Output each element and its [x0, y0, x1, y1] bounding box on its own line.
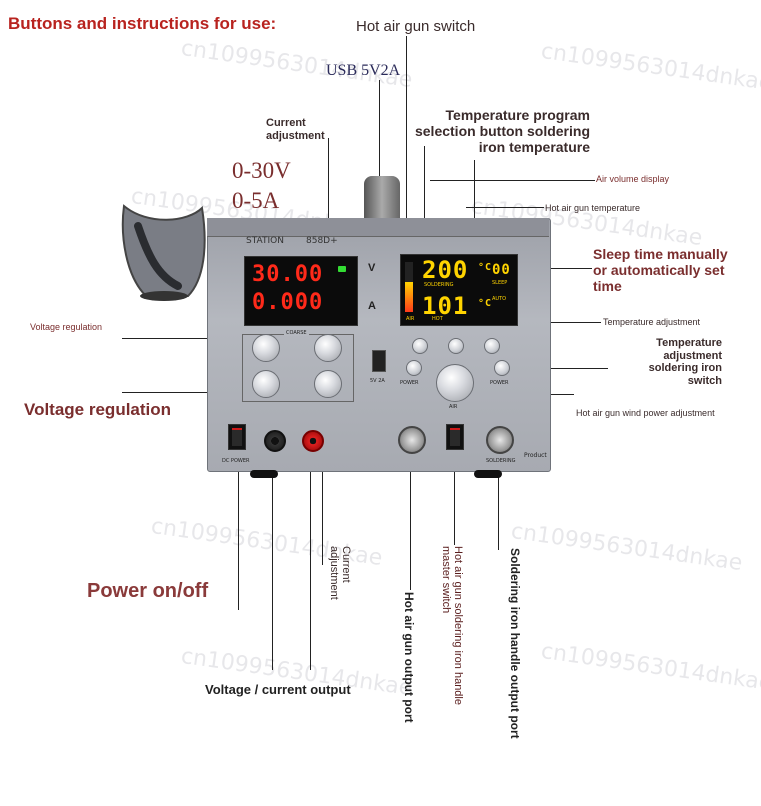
soldering-temp-unit: °C — [478, 298, 493, 309]
leader-line — [322, 455, 323, 565]
label-current-adjustment-top: Current adjustment — [266, 117, 325, 142]
leader-line — [122, 392, 262, 393]
device-foot — [250, 470, 278, 478]
usb-port-label: 5V 2A — [370, 378, 385, 384]
hot-air-temp-unit: °C — [478, 262, 493, 273]
air-label: AIR — [406, 316, 415, 322]
soldering-temp-readout: 101 — [422, 292, 469, 320]
usb-port[interactable] — [372, 350, 386, 372]
voltage-coarse-knob[interactable] — [252, 334, 280, 362]
coarse-label: COARSE — [284, 330, 309, 336]
leader-line — [122, 338, 262, 339]
temp-up-button[interactable] — [484, 338, 500, 354]
auto-label: AUTO — [492, 296, 507, 302]
brand-label: STATION — [246, 236, 284, 246]
sleep-label: SLEEP — [492, 280, 508, 286]
soldering-label: SOLDERING — [424, 282, 454, 288]
hot-air-gun-handle — [364, 176, 400, 224]
voltage-fine-knob[interactable] — [252, 370, 280, 398]
model-label: 858D+ — [306, 236, 338, 246]
dc-power-switch[interactable] — [228, 424, 246, 450]
hot-label: HOT — [432, 316, 443, 322]
leader-line — [498, 455, 499, 550]
soldering-display — [400, 254, 518, 326]
label-range-v: 0-30V — [232, 158, 291, 183]
hot-air-gun-holder — [118, 196, 210, 302]
negative-output-jack[interactable] — [264, 430, 286, 452]
leader-line — [430, 180, 595, 181]
leader-line — [406, 36, 407, 336]
master-power-switch[interactable] — [446, 424, 464, 450]
label-air-volume-display: Air volume display — [596, 174, 670, 184]
label-range-a: 0-5A — [232, 188, 280, 213]
air-knob-label: AIR — [449, 404, 458, 410]
soldering-iron-switch-button[interactable] — [494, 360, 510, 376]
product-label: Product — [524, 452, 547, 459]
current-coarse-knob[interactable] — [314, 334, 342, 362]
label-temp-program: Temperature program selection button sol… — [414, 107, 590, 156]
hot-air-power-button[interactable] — [406, 360, 422, 376]
label-hot-air-gun-temperature: Hot air gun temperature — [545, 203, 641, 213]
label-hot-air-gun-switch: Hot air gun switch — [356, 18, 476, 35]
label-soldering-output-port: Soldering iron handle output port — [508, 548, 523, 739]
psu-indicator-led — [338, 266, 346, 272]
label-temp-adj-soldering-switch: Temperature adjustment soldering iron sw… — [648, 337, 722, 387]
psu-current-readout: 0.000 — [252, 290, 324, 315]
label-sleep-time: Sleep time manually or automatically set… — [593, 246, 728, 295]
soldering-output-connector[interactable] — [486, 426, 514, 454]
leader-line — [238, 470, 239, 610]
watermark: cn1099563014dnkae — [539, 38, 761, 97]
label-usb: USB 5V2A — [326, 62, 401, 79]
leader-line — [410, 455, 411, 590]
positive-output-jack[interactable] — [302, 430, 324, 452]
device-foot — [474, 470, 502, 478]
leader-line — [310, 455, 311, 670]
airflow-readout: 00 — [492, 262, 511, 278]
power-label-left: POWER — [400, 380, 419, 386]
leader-line — [272, 470, 273, 670]
watermark: cn1099563014dnkae — [539, 638, 761, 697]
label-master-switch: Hot air gun soldering iron handle master… — [440, 546, 465, 705]
label-temperature-adjustment: Temperature adjustment — [603, 317, 701, 327]
leader-line — [503, 368, 608, 369]
wind-power-knob[interactable] — [436, 364, 474, 402]
label-current-adjustment-vertical: Current adjustment — [328, 546, 353, 600]
dc-power-label: DC POWER — [222, 458, 250, 464]
hot-air-output-connector[interactable] — [398, 426, 426, 454]
hot-air-gun-switch-button[interactable] — [412, 338, 428, 354]
soldering-port-label: SOLDERING — [486, 458, 516, 464]
label-voltage-regulation-large: Voltage regulation — [24, 400, 172, 419]
device-top-strip — [207, 218, 549, 237]
label-voltage-current-output: Voltage / current output — [205, 682, 351, 697]
temp-program-button[interactable] — [448, 338, 464, 354]
leader-line — [454, 455, 455, 545]
leader-line — [466, 207, 544, 208]
psu-unit-a: A — [368, 300, 376, 312]
page-title: Buttons and instructions for use: — [8, 14, 277, 33]
current-fine-knob[interactable] — [314, 370, 342, 398]
air-volume-bar — [405, 262, 413, 312]
psu-unit-v: V — [368, 262, 376, 274]
watermark: cn1099563014dnkae — [509, 518, 744, 577]
psu-voltage-readout: 30.00 — [252, 262, 324, 287]
label-power-onoff: Power on/off — [87, 580, 209, 602]
label-voltage-regulation-small: Voltage regulation — [30, 322, 103, 332]
label-hot-air-output-port: Hot air gun output port — [402, 592, 417, 723]
label-hot-air-wind-power: Hot air gun wind power adjustment — [576, 408, 715, 418]
leader-line — [516, 268, 592, 269]
power-label-right: POWER — [490, 380, 509, 386]
hot-air-temp-readout: 200 — [422, 256, 469, 284]
